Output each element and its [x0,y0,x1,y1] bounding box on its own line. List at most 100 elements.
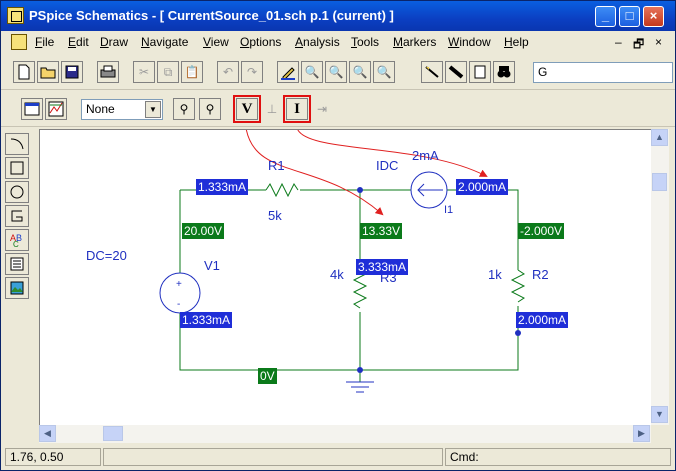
zoom-out-icon: 🔍 [328,65,344,79]
i1-arrow [417,183,443,197]
mdi-close-button[interactable]: × [655,35,663,49]
zoom-area-icon: 🔍 [352,65,368,79]
current-label-r2[interactable]: 2.000mA [516,312,569,328]
text-box-button[interactable] [5,253,29,275]
zoom-in-icon: 🔍 [304,65,320,79]
menu-window[interactable]: Window [448,35,491,49]
maximize-button[interactable]: □ [619,6,640,27]
menu-draw[interactable]: Draw [100,35,129,49]
menu-bar: File Edit Draw Navigate View Options Ana… [1,31,675,53]
current-label-i1[interactable]: 2.000mA [456,179,509,195]
chevron-right-icon: ▶ [638,428,645,438]
copy-icon: ⧉ [163,64,173,79]
undo-button[interactable]: ↶ [217,61,239,83]
simulate-button[interactable] [45,98,67,120]
zoom-in-button[interactable]: 🔍 [301,61,323,83]
probe-setup-button[interactable]: ⚲ [199,98,221,120]
scroll-up-button[interactable]: ▲ [651,129,668,146]
menu-navigate[interactable]: Navigate [141,35,189,49]
mdi-minimize-button[interactable]: – [615,35,622,49]
chevron-down-icon[interactable]: ▼ [145,101,161,118]
current-marker-button[interactable]: ⇥ [311,98,333,120]
new-file-button[interactable] [13,61,35,83]
insert-picture-button[interactable] [5,277,29,299]
current-marker-icon: ⇥ [316,102,328,116]
junction-dot-right [515,330,521,336]
get-part-button[interactable] [493,61,515,83]
zoom-out-button[interactable]: 🔍 [325,61,347,83]
voltage-label-mid-node[interactable]: 13.33V [360,223,403,239]
part-name-input[interactable]: G [533,62,673,83]
zoom-area-button[interactable]: 🔍 [349,61,371,83]
current-highlight-frame [283,95,311,123]
zoom-fit-button[interactable]: 🔍 [373,61,395,83]
cut-button[interactable]: ✂ [133,61,155,83]
probe-search-icon: ⚲ [179,102,189,116]
voltage-marker-button[interactable]: ⊥ [261,98,283,120]
menu-help[interactable]: Help [504,35,529,49]
redraw-button[interactable] [277,61,299,83]
mdi-restore-button[interactable]: 🗗 [633,37,645,51]
minimize-button[interactable]: _ [595,6,616,27]
markers-toolbar: None ▼ ⚲ ⚲ V ⊥ I ⇥ [1,90,675,127]
voltage-highlight-frame [233,95,261,123]
copy-button[interactable]: ⧉ [157,61,179,83]
redo-button[interactable]: ↷ [241,61,263,83]
document-icon[interactable] [11,34,27,50]
schematic-canvas[interactable]: + - DC=20 V1 R1 5k IDC 2mA I1 4k [39,129,651,425]
probe-button[interactable]: ⚲ [173,98,195,120]
save-button[interactable] [61,61,83,83]
setup-analysis-button[interactable] [21,98,43,120]
menu-options[interactable]: Options [240,35,282,49]
voltage-label-ground[interactable]: 0V [258,368,277,384]
horizontal-scroll-thumb[interactable] [103,426,123,441]
idc-part-name: IDC [376,158,399,173]
r3-zigzag [352,269,368,309]
v1-minus-sign: - [177,299,180,310]
status-message-panel [103,448,443,466]
menu-tools[interactable]: Tools [351,35,380,49]
picture-icon [10,281,24,295]
vertical-scroll-thumb[interactable] [652,173,667,191]
menu-view[interactable]: View [203,35,229,49]
command-label: Cmd: [450,450,479,464]
menu-file[interactable]: File [35,35,55,49]
scroll-down-button[interactable]: ▼ [651,406,668,423]
app-icon[interactable] [7,7,24,24]
menu-markers[interactable]: Markers [393,35,437,49]
draw-block-button[interactable] [469,61,491,83]
title-bar[interactable]: PSpice Schematics - [ CurrentSource_01.s… [1,1,675,31]
draw-polyline-button[interactable] [5,205,29,227]
undo-icon: ↶ [222,65,234,79]
wire-pencil-icon [425,66,439,78]
open-file-button[interactable] [37,61,59,83]
scroll-right-button[interactable]: ▶ [633,425,650,442]
draw-wire-button[interactable] [421,61,443,83]
enable-voltage-display-button[interactable]: V [236,98,258,120]
draw-bus-button[interactable] [445,61,467,83]
horizontal-scrollbar[interactable]: ◀ ▶ [39,425,651,443]
paste-icon: 📋 [184,65,200,79]
r2-value: 1k [488,267,502,282]
wire-ground-bus [179,306,519,371]
voltage-label-right-node[interactable]: -2.000V [518,223,565,239]
command-panel: Cmd: [445,448,671,466]
vertical-scrollbar[interactable]: ▲ ▼ [651,129,669,425]
draw-arc-button[interactable] [5,133,29,155]
current-label-v1-top[interactable]: 1.333mA [196,179,249,195]
scissors-icon: ✂ [138,65,150,79]
scroll-left-button[interactable]: ◀ [39,425,56,442]
voltage-label-left-node[interactable]: 20.00V [182,223,225,239]
paste-button[interactable]: 📋 [181,61,203,83]
draw-box-button[interactable] [5,157,29,179]
current-label-v1-bottom[interactable]: 1.333mA [180,312,233,328]
enable-current-display-button[interactable]: I [286,98,308,120]
close-button[interactable]: × [643,6,664,27]
draw-circle-button[interactable] [5,181,29,203]
display-results-combo[interactable]: None ▼ [81,99,163,120]
print-button[interactable] [97,61,119,83]
menu-edit[interactable]: Edit [68,35,89,49]
menu-analysis[interactable]: Analysis [295,35,340,49]
current-label-r3[interactable]: 3.333mA [356,259,409,275]
